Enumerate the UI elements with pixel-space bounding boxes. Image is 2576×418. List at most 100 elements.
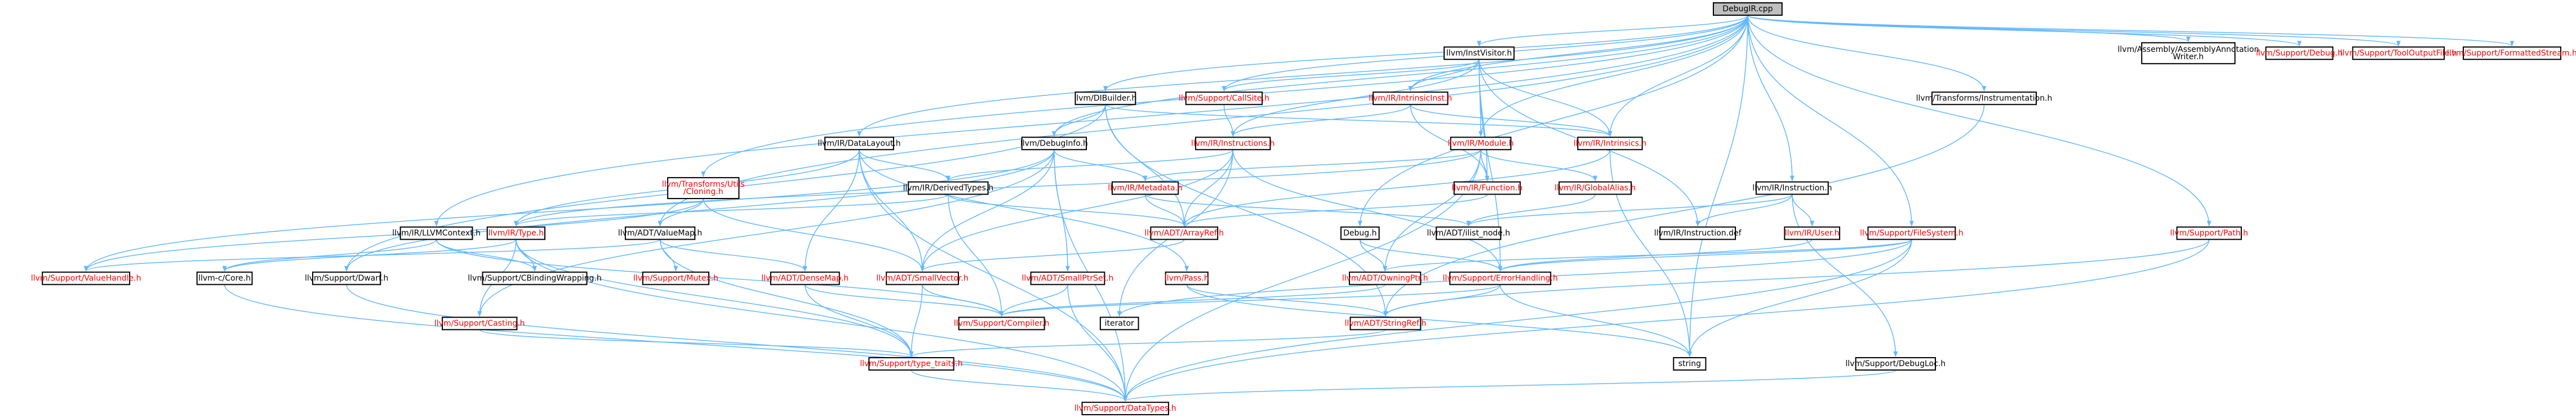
node-string[interactable]: string (1673, 357, 1707, 371)
include-edge (802, 149, 860, 272)
include-edge (346, 284, 1128, 402)
include-edge (514, 193, 949, 227)
include-edge (1123, 149, 1481, 402)
node-iruser[interactable]: llvm/IR/User.h (1784, 226, 1841, 240)
node-mutex[interactable]: llvm/Support/Mutex.h (633, 271, 718, 285)
include-edge (805, 284, 914, 358)
node-label: llvm/Support/CallSite.h (1179, 94, 1269, 103)
include-edge (948, 194, 1004, 317)
node-valuehandle[interactable]: llvm/Support/ValueHandle.h (31, 271, 141, 285)
include-edge (1466, 194, 1596, 227)
node-debugloc[interactable]: llvm/Support/DebugLoc.h (1845, 357, 1946, 371)
node-path[interactable]: llvm/Support/Path.h (2170, 226, 2249, 240)
node-box (958, 316, 1045, 331)
include-edge (1408, 59, 1480, 92)
node-label: llvm/IR/Instruction.h (1752, 183, 1832, 192)
node-box (1558, 181, 1632, 195)
include-edge (1182, 193, 1488, 227)
node-datalayout[interactable]: llvm/IR/DataLayout.h (818, 137, 901, 151)
node-pass[interactable]: llvm/Pass.h (1165, 271, 1209, 285)
node-irfunction[interactable]: llvm/IR/Function.h (1451, 181, 1522, 195)
node-instvisitor[interactable]: llvm/InstVisitor.h (1444, 46, 1515, 60)
node-box (1453, 181, 1521, 195)
node-debuginfo[interactable]: llvm/DebugInfo.h (1020, 137, 1088, 151)
include-edge (920, 149, 1233, 272)
node-errorhandling[interactable]: llvm/Support/ErrorHandling.h (1443, 271, 1558, 285)
node-root[interactable]: DebugIR.cpp (1712, 2, 1783, 16)
include-edge (1747, 15, 1914, 227)
node-label: llvm/ADT/SmallPtrSet.h (1022, 274, 1114, 283)
node-compiler[interactable]: llvm/Support/Compiler.h (954, 316, 1050, 331)
node-label: llvm/ADT/SmallVector.h (876, 274, 969, 283)
node-dibuilder[interactable]: llvm/DIBuilder.h (1074, 91, 1136, 105)
node-irllvmcontext[interactable]: llvm/IR/LLVMContext.h (392, 226, 481, 240)
include-edge (224, 284, 1128, 402)
include-edge (1360, 239, 1388, 272)
include-edge (1123, 239, 2210, 402)
node-label: llvm/IR/IntrinsicInst.h (1369, 94, 1452, 103)
include-edge (1747, 15, 2191, 42)
node-instdef[interactable]: llvm/IR/Instruction.def (1654, 226, 1742, 240)
node-tooloutput[interactable]: llvm/Support/ToolOutputFile.h (2340, 46, 2457, 60)
node-label: llvm/IR/DataLayout.h (818, 139, 900, 148)
node-irinstruction[interactable]: llvm/IR/Instruction.h (1752, 181, 1832, 195)
node-box (1577, 137, 1643, 151)
include-edge (436, 239, 537, 272)
node-cloning[interactable]: llvm/Transforms/Utils/Cloning.h (662, 177, 745, 199)
node-derivedtypes[interactable]: llvm/IR/DerivedTypes.h (903, 181, 994, 195)
node-densemap[interactable]: llvm/ADT/DenseMap.h (761, 271, 849, 285)
node-smallvector[interactable]: llvm/ADT/SmallVector.h (876, 271, 969, 285)
include-edge (1499, 284, 1692, 358)
node-datatypes[interactable]: llvm/Support/DataTypes.h (1074, 402, 1176, 416)
node-label: llvm/ADT/StringRef.h (1345, 319, 1427, 328)
node-box (1074, 91, 1136, 105)
node-irintrinsics[interactable]: llvm/IR/Intrinsics.h (1574, 137, 1647, 151)
node-label: llvm/Support/DataTypes.h (1074, 404, 1176, 413)
include-edge (1478, 15, 1748, 137)
node-smallptrset[interactable]: llvm/ADT/SmallPtrSet.h (1022, 271, 1114, 285)
node-label: llvm/ADT/DenseMap.h (761, 274, 849, 283)
include-edge (1607, 15, 1748, 137)
node-stringref[interactable]: llvm/ADT/StringRef.h (1345, 316, 1427, 331)
node-label: string (1678, 359, 1701, 368)
node-instructions[interactable]: llvm/IR/Instructions.h (1191, 137, 1275, 151)
node-irtype[interactable]: llvm/IR/Type.h (486, 226, 546, 240)
include-edge (222, 239, 437, 272)
node-callsite[interactable]: llvm/Support/CallSite.h (1179, 91, 1269, 105)
node-filesystem[interactable]: llvm/Support/FileSystem.h (1860, 226, 1964, 240)
node-ilistnode[interactable]: llvm/ADT/ilist_node.h (1427, 226, 1510, 240)
node-metadata[interactable]: llvm/IR/Metadata.h (1108, 181, 1183, 195)
include-edge (1123, 369, 1897, 402)
node-arrayref[interactable]: llvm/ADT/ArrayRef.h (1144, 226, 1224, 240)
node-typetraits[interactable]: llvm/Support/type_traits.h (860, 357, 963, 371)
node-iterator[interactable]: iterator (1099, 316, 1139, 331)
node-supdebug[interactable]: llvm/Support/Debug.h (2256, 46, 2343, 60)
node-formatted[interactable]: llvm/Support/FormattedStream.h (2447, 46, 2576, 60)
node-box (1349, 271, 1422, 285)
node-dwarf[interactable]: llvm/Support/Dwarf.h (305, 271, 388, 285)
node-instrumentation[interactable]: llvm/Transforms/Instrumentation.h (1916, 91, 2053, 105)
node-intrinsicinst[interactable]: llvm/IR/IntrinsicInst.h (1369, 91, 1452, 105)
node-box (2176, 226, 2242, 240)
node-casting[interactable]: llvm/Support/Casting.h (434, 316, 525, 331)
include-edge (1105, 104, 1388, 317)
node-irmodule[interactable]: llvm/IR/Module.h (1448, 137, 1514, 151)
include-edge (946, 149, 1233, 182)
node-globalalias[interactable]: llvm/IR/GlobalAlias.h (1555, 181, 1636, 195)
include-edge (1231, 104, 1411, 137)
node-box (312, 271, 381, 285)
node-ccore[interactable]: llvm-c/Core.h (196, 271, 253, 285)
node-owningptr[interactable]: llvm/ADT/OwningPtr.h (1342, 271, 1428, 285)
node-box (1444, 46, 1515, 60)
node-debugh[interactable]: Debug.h (1340, 226, 1380, 240)
node-box (399, 226, 473, 240)
node-box (1150, 226, 1219, 240)
include-edge (1687, 15, 1748, 358)
node-cbinding[interactable]: llvm/Support/CBindingWrapping.h (468, 271, 602, 285)
include-edge (1466, 193, 1793, 227)
include-edge (1383, 104, 1985, 317)
node-box (624, 226, 696, 240)
node-valuemap[interactable]: llvm/ADT/ValueMap.h (618, 226, 702, 240)
